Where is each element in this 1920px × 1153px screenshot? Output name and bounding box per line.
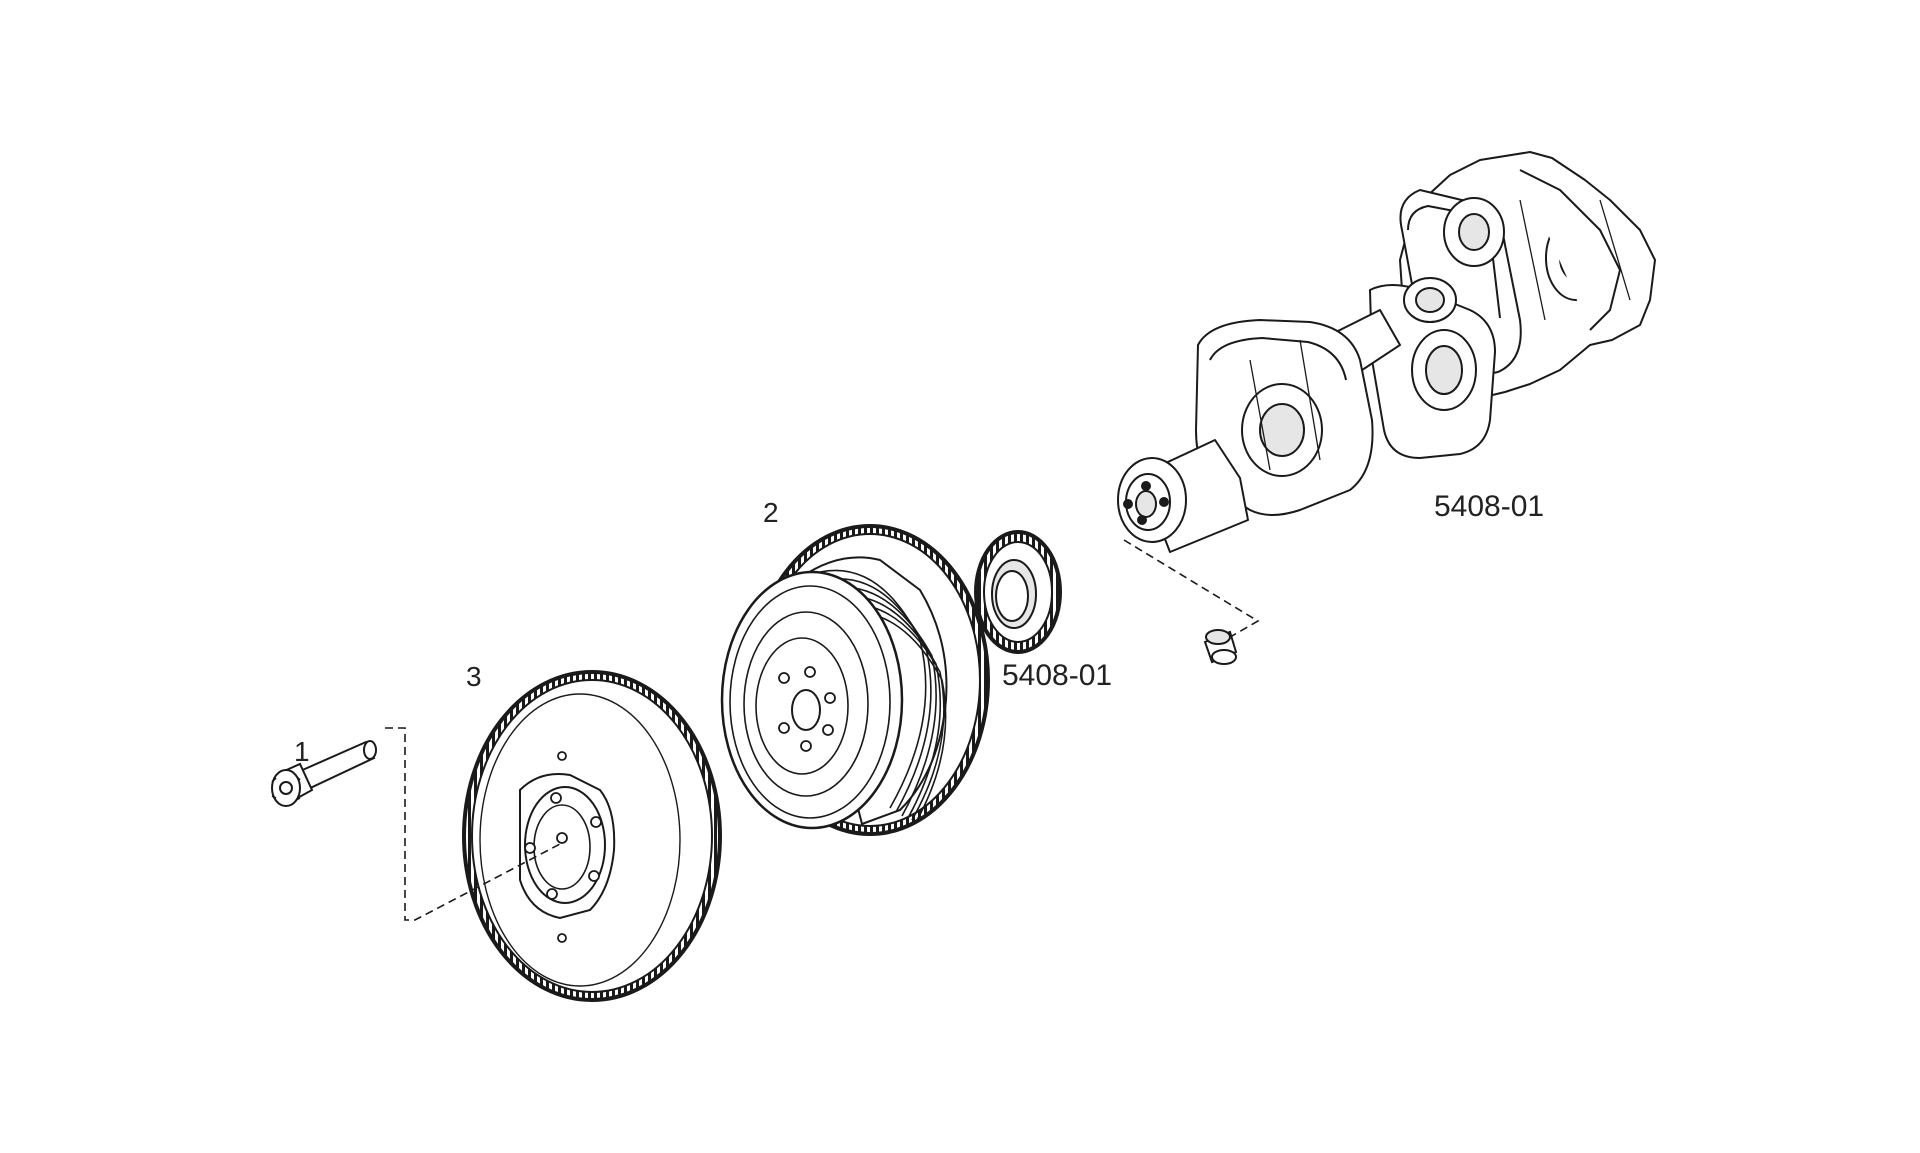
vibration-damper <box>720 524 990 836</box>
crankshaft <box>1117 151 1656 553</box>
callout-bolt: 1 <box>294 736 310 767</box>
damper-hub <box>462 670 722 1002</box>
timing-gear <box>974 530 1062 654</box>
bolt <box>271 740 377 807</box>
callout-timing-gear: 5408-01 <box>1002 659 1113 692</box>
bolt-leader-line <box>385 727 561 921</box>
callout-hub: 3 <box>466 661 482 692</box>
callout-crankshaft: 5408-01 <box>1434 490 1545 523</box>
callout-damper: 2 <box>763 497 779 528</box>
dowel-leader-line <box>1123 539 1260 645</box>
dowel-pin <box>1203 629 1238 665</box>
